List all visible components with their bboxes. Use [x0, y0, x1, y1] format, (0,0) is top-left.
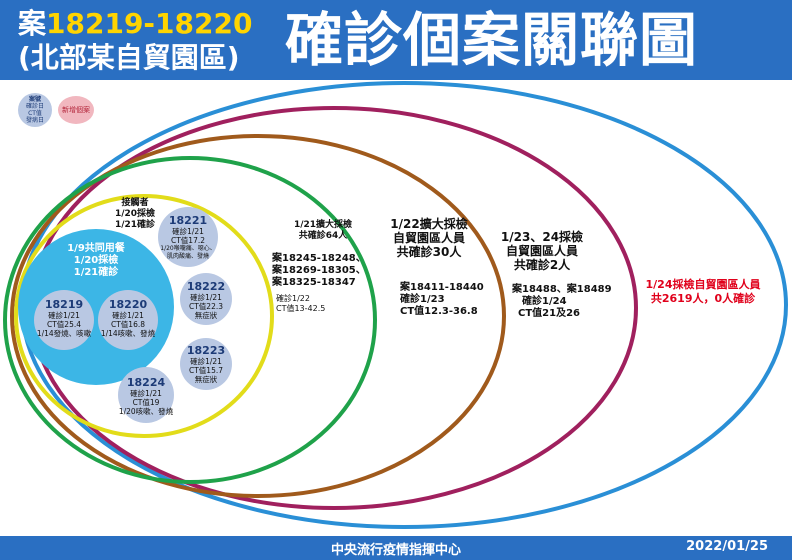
- contacts-line: 接觸者: [121, 198, 149, 208]
- title-case-block: 案18219-18220 (北部某自貿園區): [18, 7, 252, 75]
- case-bubble-18219: [34, 290, 94, 350]
- ring-brown-head: 自貿園區人員: [392, 231, 465, 245]
- title-subtitle: (北部某自貿園區): [18, 41, 240, 74]
- ring-green-detail-line: 確診1/22: [276, 294, 310, 303]
- ring-green-case: 案18245-18248、: [272, 253, 366, 264]
- case-line: 確診1/21: [112, 311, 144, 320]
- group-line: 1/9共同用餐: [67, 243, 125, 254]
- ring-brown-head: 1/22擴大採檢: [390, 217, 468, 231]
- case-line: CT值25.4: [46, 320, 82, 329]
- ring-yellow: [14, 194, 274, 438]
- ring-brown-detail: 案18411-18440 確診1/23 CT值12.3-36.8: [400, 282, 496, 318]
- ring-green-detail: 確診1/22 CT值13-42.5: [276, 294, 346, 314]
- case-18222: 18222 確診1/21 CT值22.3 無症狀: [178, 280, 234, 320]
- contacts-line: 1/20採檢: [114, 209, 156, 219]
- ring-brown-detail-line: 案18411-18440: [400, 282, 484, 293]
- ring-green-case: 案18269-18305、: [272, 265, 366, 276]
- page-title: 確診個案關聯圖: [285, 6, 699, 74]
- ring-green-label: 1/21擴大採檢 共確診64人: [268, 220, 378, 242]
- case-line: 確診1/21: [190, 293, 222, 302]
- case-line: 確診1/21: [190, 357, 222, 366]
- case-18220: 18220 確診1/21 CT值16.8 1/14咳嗽、發燒: [94, 298, 162, 338]
- ring-purple-detail-line: 案18488、案18489: [512, 284, 612, 295]
- case-18219: 18219 確診1/21 CT值25.4 1/14發燒、咳嗽: [30, 298, 98, 338]
- case-line: 無症狀: [194, 375, 218, 384]
- case-18223: 18223 確診1/21 CT值15.7 無症狀: [178, 344, 234, 384]
- case-line: CT值17.2: [170, 236, 206, 245]
- ring-brown-detail-line: CT值12.3-36.8: [400, 306, 478, 317]
- ring-purple-head: 自貿園區人員: [505, 244, 578, 258]
- case-line: CT值22.3: [188, 302, 224, 311]
- legend-case-line: CT值: [28, 110, 42, 117]
- case-bubble-18222: [180, 273, 232, 325]
- ring-purple-detail: 案18488、案18489 確診1/24 CT值21及26: [512, 284, 616, 320]
- ring-green-cases: 案18245-18248、 案18269-18305、 案18325-18347: [272, 253, 378, 289]
- ring-green-case: 案18325-18347: [272, 277, 356, 288]
- ring-purple-detail-line: CT值21及26: [518, 308, 580, 319]
- case-bubble-18224: [118, 367, 174, 423]
- legend-case-line: 案號: [28, 96, 41, 103]
- ring-green-detail-line: CT值13-42.5: [276, 304, 326, 313]
- case-18224: 18224 確診1/21 CT值19 1/20咳嗽、發燒: [114, 376, 178, 416]
- ring-brown-detail-line: 確診1/23: [400, 294, 445, 305]
- ring-brown-label: 1/22擴大採檢 自貿園區人員 共確診30人: [378, 217, 480, 259]
- case-bubble-18223: [180, 338, 232, 390]
- case-line: 確診1/21: [48, 311, 80, 320]
- group-label: 1/9共同用餐 1/20採檢 1/21確診: [56, 243, 136, 279]
- legend-case-line: 發病日: [25, 117, 44, 124]
- ring-blue-head: 1/24採檢自貿園區人員: [645, 278, 761, 291]
- case-id: 18223: [186, 344, 226, 357]
- case-line: 無症狀: [194, 311, 218, 320]
- contacts-line: 1/21確診: [114, 220, 156, 230]
- ring-green-head: 共確診64人: [298, 231, 348, 241]
- case-line: CT值15.7: [188, 366, 224, 375]
- ring-blue-label: 1/24採檢自貿園區人員 共2619人，0人確診: [632, 278, 774, 306]
- case-line: 確診1/21: [130, 389, 162, 398]
- case-id: 18221: [168, 214, 208, 227]
- footer-agency: 中央流行疫情指揮中心: [330, 543, 461, 558]
- footer-bar: 中央流行疫情指揮中心 2022/01/25: [0, 536, 792, 560]
- case-line: 1/14發燒、咳嗽: [36, 329, 92, 338]
- ring-brown: [10, 134, 506, 498]
- ring-purple-detail-line: 確診1/24: [522, 296, 567, 307]
- case-bubble-18220: [98, 290, 158, 350]
- case-line: 肌肉酸痛、發燒: [166, 253, 209, 260]
- ring-brown-head: 共確診30人: [396, 245, 462, 259]
- case-line: 1/20咳嗽、發燒: [118, 407, 174, 416]
- case-line: CT值19: [132, 398, 160, 407]
- case-line: 1/20喉嚨痛、噁心、: [160, 245, 216, 252]
- case-line: 確診1/21: [172, 227, 204, 236]
- case-id: 18220: [108, 298, 148, 311]
- group-line: 1/21確診: [73, 267, 119, 278]
- legend-case-bubble: 案號 確診日 CT值 發病日: [18, 93, 52, 127]
- ring-green: [3, 156, 377, 484]
- ring-blue-head: 共2619人，0人確診: [650, 292, 756, 305]
- case-line: 1/14咳嗽、發燒: [100, 329, 156, 338]
- group-line: 1/20採檢: [73, 255, 119, 266]
- case-id: 18219: [44, 298, 84, 311]
- footer-date: 2022/01/25: [686, 539, 768, 554]
- header-banner: 案18219-18220 (北部某自貿園區) 確診個案關聯圖: [0, 0, 792, 80]
- title-case-numbers: 18219-18220: [46, 7, 253, 40]
- ring-purple-label: 1/23、24採檢 自貿園區人員 共確診2人: [490, 230, 594, 272]
- case-bubble-18221: [158, 207, 218, 267]
- title-case-prefix: 案: [18, 7, 47, 40]
- ring-purple-head: 1/23、24採檢: [500, 230, 584, 244]
- ring-green-head: 1/21擴大採檢: [293, 220, 353, 230]
- case-line: CT值16.8: [110, 320, 146, 329]
- legend-new-case: 新增個案: [58, 96, 94, 124]
- legend-case-line: 確診日: [25, 103, 44, 110]
- case-18221: 18221 確診1/21 CT值17.2 1/20喉嚨痛、噁心、 肌肉酸痛、發燒: [156, 214, 220, 261]
- case-id: 18222: [186, 280, 226, 293]
- case-id: 18224: [126, 376, 166, 389]
- ring-purple-head: 共確診2人: [513, 258, 571, 272]
- contacts-label: 接觸者 1/20採檢 1/21確診: [100, 198, 170, 231]
